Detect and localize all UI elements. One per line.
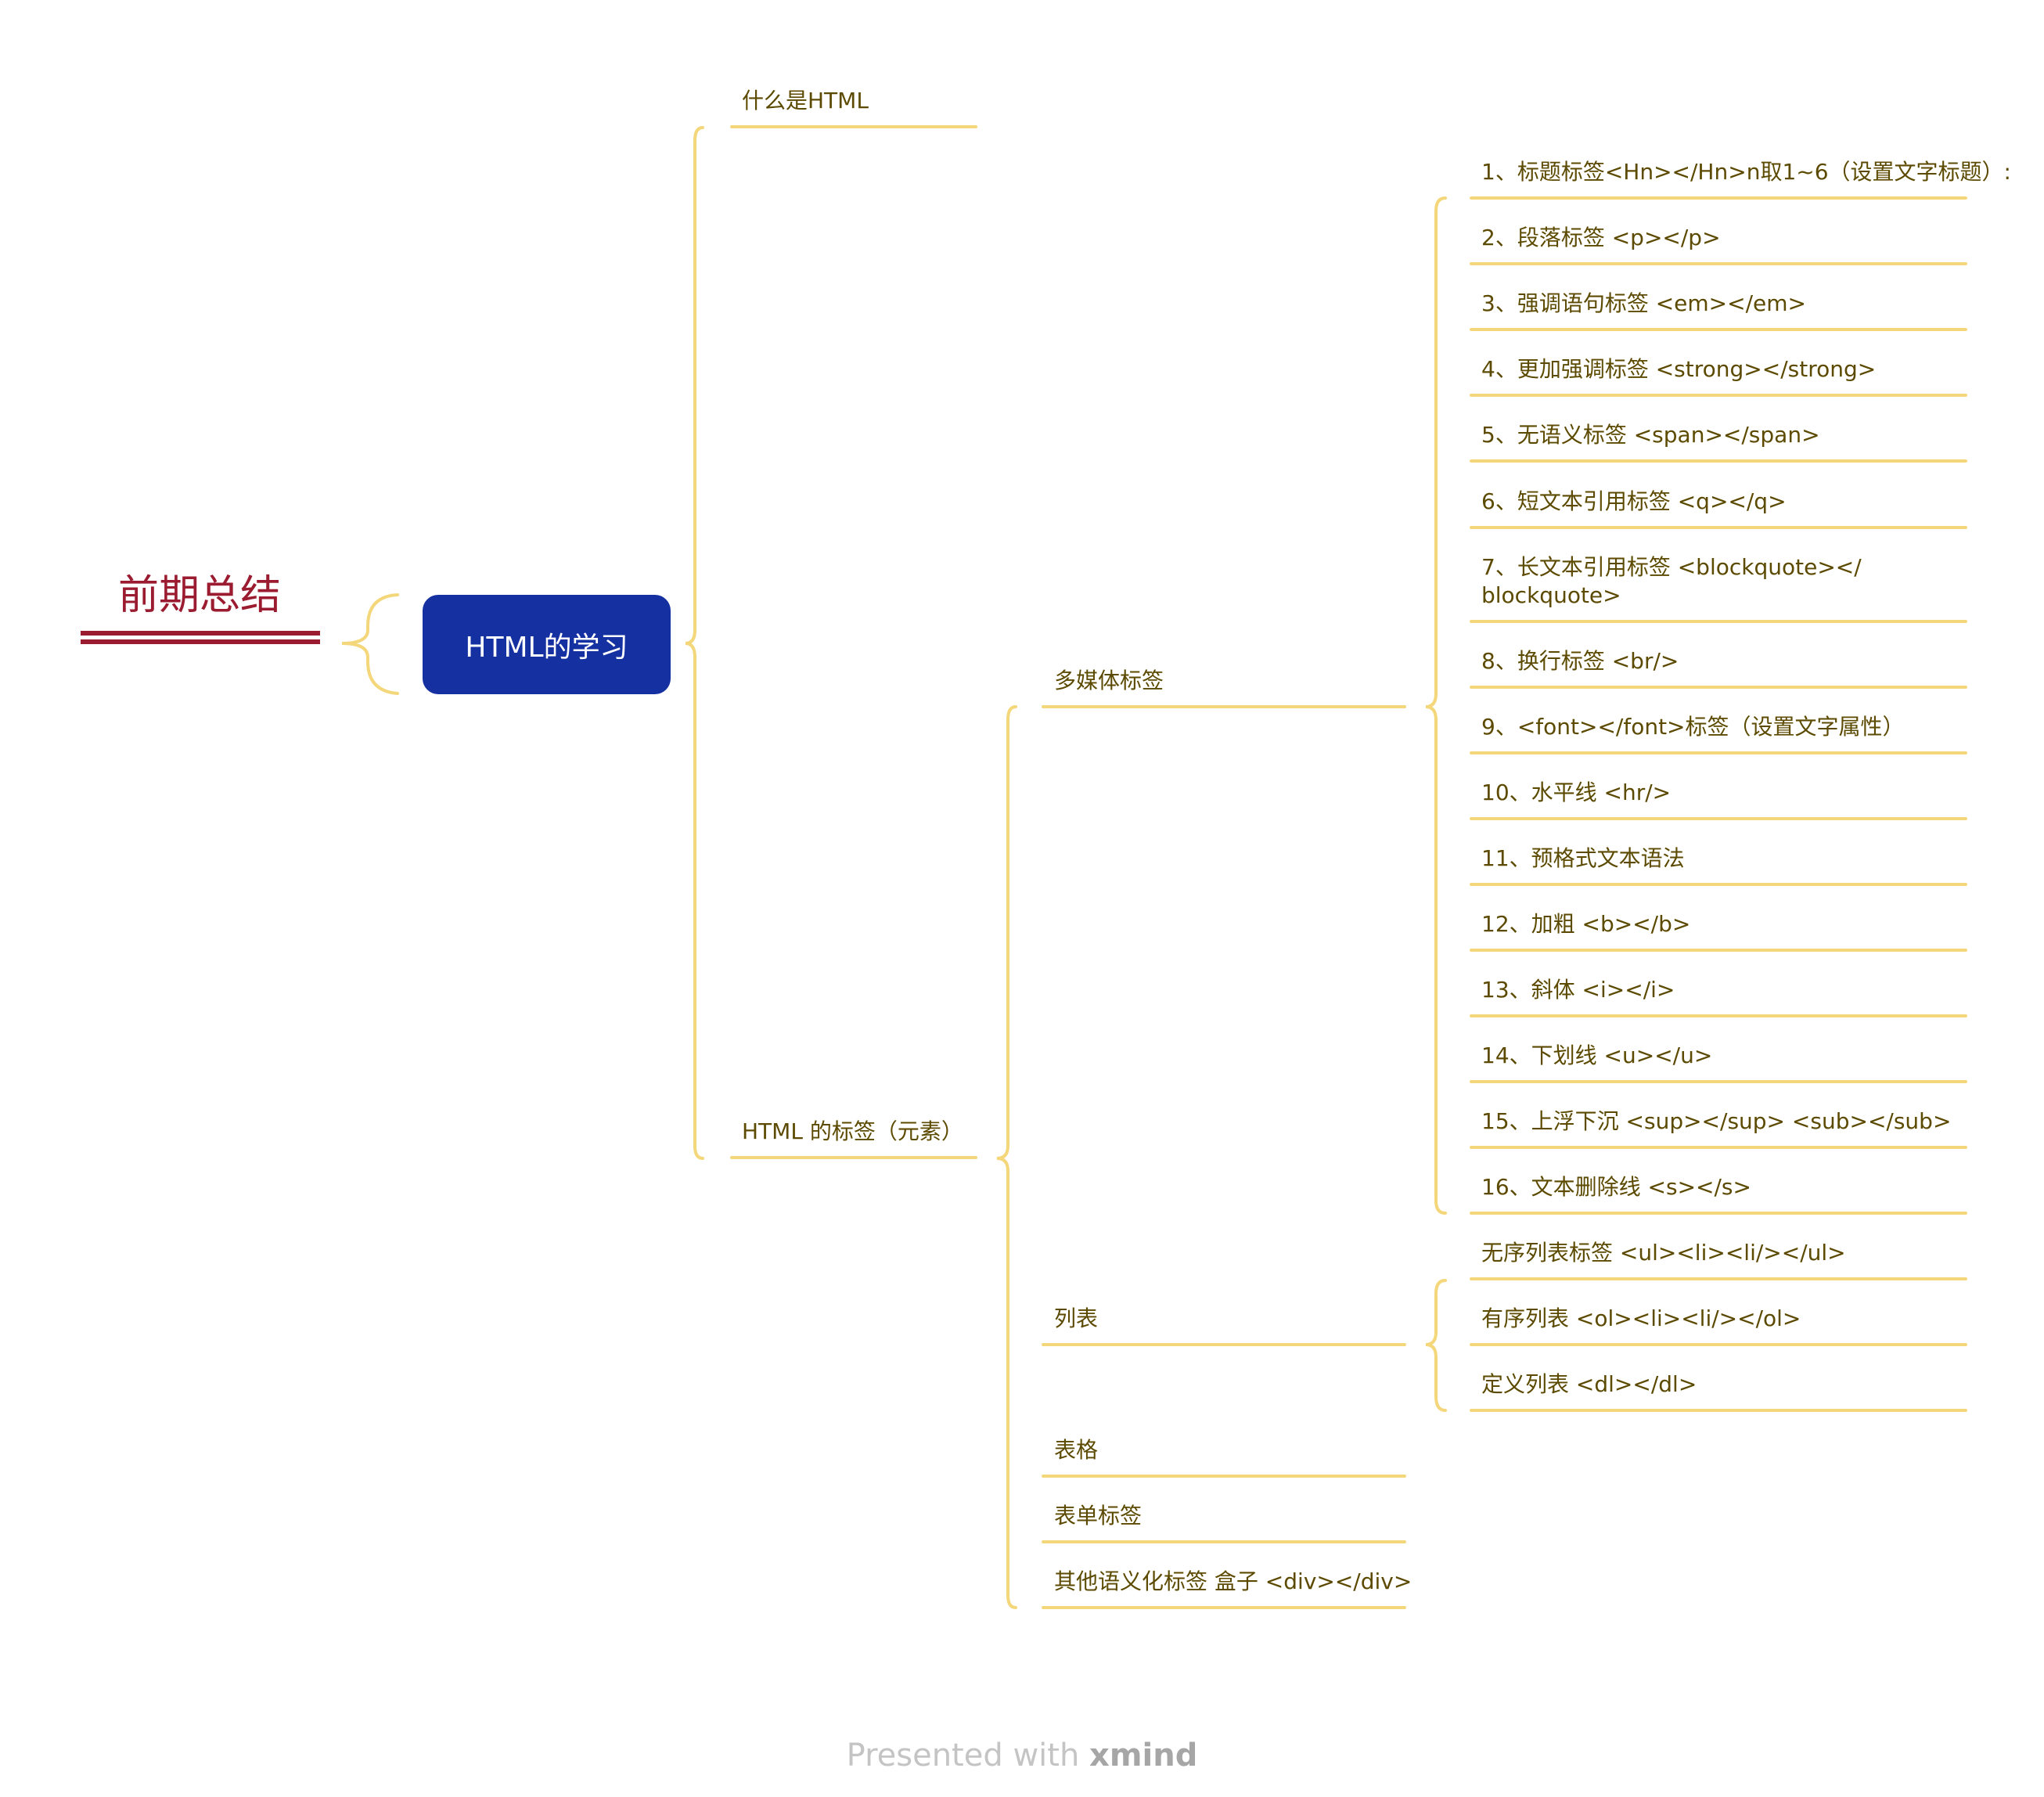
list-item[interactable]: 10、水平线 <hr/> xyxy=(1481,780,1672,805)
root-underline xyxy=(81,631,320,636)
topic-form-tags[interactable]: 表单标签 xyxy=(1054,1503,1143,1529)
topic-multimedia-tags[interactable]: 多媒体标签 xyxy=(1054,668,1164,693)
tags-bracket xyxy=(996,705,1017,1609)
watermark-prefix: Presented with xyxy=(846,1738,1090,1774)
list-item[interactable]: 3、强调语句标签 <em></em> xyxy=(1481,290,1806,316)
list-item[interactable]: 11、预格式文本语法 xyxy=(1481,845,1685,871)
central-bracket xyxy=(685,126,704,1160)
watermark: Presented with xmind xyxy=(0,1738,2044,1774)
multimedia-bracket xyxy=(1425,196,1447,1215)
list-item[interactable]: 16、文本删除线 <s></s> xyxy=(1481,1174,1751,1200)
root-topic[interactable]: 前期总结 xyxy=(117,572,281,619)
list-item[interactable]: 9、<font></font>标签（设置文字属性） xyxy=(1481,714,1905,740)
list-item[interactable]: 无序列表标签 <ul><li><li/></ul> xyxy=(1481,1240,1846,1266)
list-item[interactable]: 6、短文本引用标签 <q></q> xyxy=(1481,488,1787,514)
topic-lists[interactable]: 列表 xyxy=(1054,1305,1099,1331)
list-item[interactable]: 5、无语义标签 <span></span> xyxy=(1481,422,1820,448)
central-topic[interactable]: HTML的学习 xyxy=(423,595,671,694)
lists-bracket xyxy=(1425,1279,1447,1412)
list-item[interactable]: 12、加粗 <b></b> xyxy=(1481,911,1691,937)
list-item[interactable]: 13、斜体 <i></i> xyxy=(1481,977,1675,1003)
list-item[interactable]: 定义列表 <dl></dl> xyxy=(1481,1371,1697,1397)
list-item[interactable]: 14、下划线 <u></u> xyxy=(1481,1043,1713,1068)
watermark-brand: xmind xyxy=(1089,1738,1198,1774)
root-bracket xyxy=(341,593,399,695)
list-item[interactable]: 7、长文本引用标签 <blockquote></ blockquote> xyxy=(1481,554,1862,608)
list-item[interactable]: 15、上浮下沉 <sup></sup> <sub></sub> xyxy=(1481,1108,1952,1134)
list-item[interactable]: 4、更加强调标签 <strong></strong> xyxy=(1481,356,1877,382)
branch-html-tags[interactable]: HTML 的标签（元素） xyxy=(742,1118,963,1144)
list-item[interactable]: 8、换行标签 <br/> xyxy=(1481,648,1679,674)
root-underline xyxy=(81,639,320,644)
topic-table[interactable]: 表格 xyxy=(1054,1437,1099,1463)
branch-what-is-html[interactable]: 什么是HTML xyxy=(742,88,869,113)
central-topic-label: HTML的学习 xyxy=(465,631,628,664)
list-item[interactable]: 有序列表 <ol><li><li/></ol> xyxy=(1481,1305,1801,1331)
list-item[interactable]: 1、标题标签<Hn></Hn>n取1~6（设置文字标题）: xyxy=(1481,159,2011,185)
topic-semantic-tags[interactable]: 其他语义化标签 盒子 <div></div> xyxy=(1054,1568,1412,1594)
list-item[interactable]: 2、段落标签 <p></p> xyxy=(1481,225,1721,250)
